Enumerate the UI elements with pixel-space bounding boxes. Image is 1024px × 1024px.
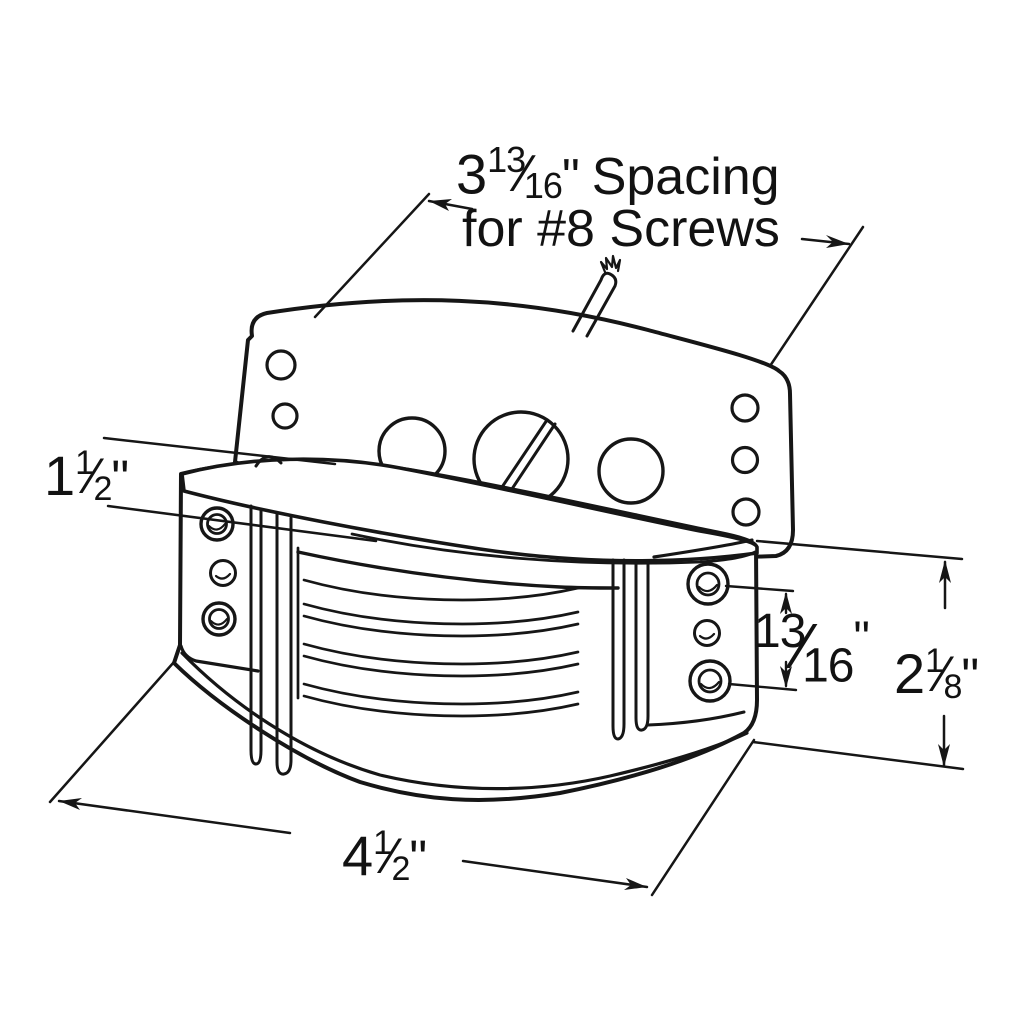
- dim-screw-spacing-label-line1: 313⁄16"Spacing: [456, 139, 780, 206]
- body-top-edge-inner-line: [350, 532, 757, 565]
- arrowhead-up: [939, 560, 951, 583]
- dim-width: [48, 660, 756, 897]
- bracket-body: [172, 455, 759, 802]
- arrowhead-down: [938, 744, 950, 767]
- left-ribs: [249, 504, 293, 776]
- arrowhead-up: [780, 592, 792, 614]
- dim-width-label: 41⁄2": [342, 824, 427, 888]
- right-flange: [646, 538, 754, 727]
- extension-slash-left: [48, 660, 176, 804]
- plate-mount-holes: [265, 349, 761, 527]
- dim-height-label: 21⁄8": [894, 642, 979, 706]
- body-top-face: [180, 457, 759, 563]
- dim-screw-spacing-label-line2: for #8 Screws: [462, 200, 780, 258]
- dim-top-screw-spacing: [313, 192, 865, 368]
- wire-lead: [571, 254, 622, 338]
- extension-slash-right: [768, 225, 865, 368]
- right-flange-top-edge: [652, 538, 754, 559]
- extension-slash-right: [650, 738, 756, 897]
- arrowhead-left: [59, 798, 82, 810]
- left-flange-holes: [199, 506, 237, 637]
- right-flange-holes: [686, 562, 732, 703]
- dim-left-offset: [102, 436, 378, 543]
- dim-hole-spacing-label: 13⁄16": [754, 605, 870, 693]
- louvers: [296, 546, 620, 718]
- base-inner-line: [180, 651, 749, 791]
- arrowhead-left: [429, 199, 452, 211]
- arrowhead-right: [624, 878, 647, 890]
- right-ribs: [611, 558, 650, 741]
- dim-offset-left-label: 11⁄2": [44, 444, 129, 508]
- frayed-wire-tip: [599, 254, 622, 274]
- arrowhead-down: [780, 666, 792, 688]
- arrowhead-right: [826, 235, 849, 248]
- dim-hole-spacing: [724, 584, 798, 692]
- lens-top-edge: [296, 550, 620, 590]
- extension-slash-left: [313, 192, 431, 319]
- right-flange-bottom-edge: [646, 710, 746, 727]
- dim-height: [751, 539, 965, 771]
